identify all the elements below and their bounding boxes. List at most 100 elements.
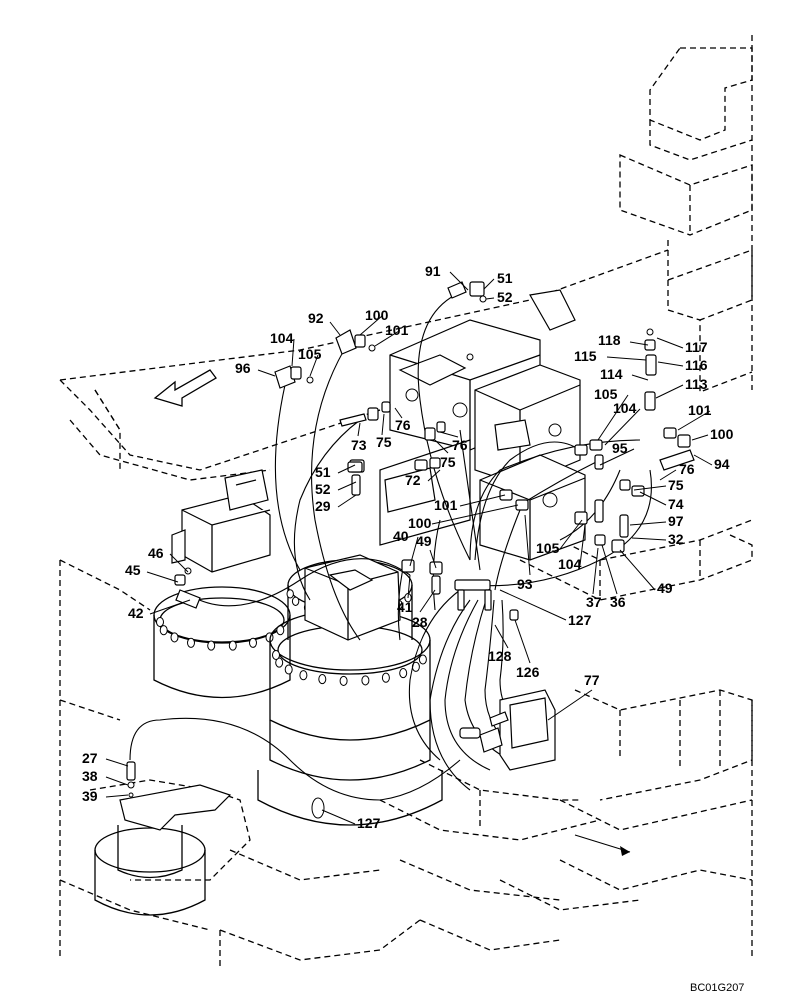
flange-bolt (159, 625, 168, 636)
callout-100: 100 (408, 515, 432, 531)
callout-76: 76 (395, 417, 411, 433)
callout-126: 126 (516, 664, 540, 680)
leader-line (381, 413, 385, 436)
leader-line (374, 330, 400, 347)
leader-line (514, 619, 531, 664)
control-valve-block (379, 289, 586, 561)
leader-line (524, 514, 531, 576)
flange-bolt (228, 640, 237, 651)
leader-line (547, 689, 593, 721)
callout-29: 29 (315, 498, 331, 514)
leader-line (359, 315, 383, 336)
callout-51: 51 (497, 270, 513, 286)
swing-motor-center (257, 554, 443, 826)
flange-bolt (156, 616, 164, 628)
callout-76: 76 (679, 461, 695, 477)
leader-line (409, 536, 419, 567)
hose-fittings (126, 281, 695, 819)
callout-42: 42 (128, 605, 144, 621)
drawing-code: BC01G207 (690, 982, 744, 994)
callout-52: 52 (497, 289, 513, 305)
callout-labels: 91 51 52 92 100 101 104 105 96 118 117 1… (82, 263, 744, 994)
callout-114: 114 (600, 366, 623, 382)
leader-line (105, 794, 129, 798)
callout-127: 127 (357, 815, 381, 831)
leader-line (485, 297, 495, 300)
flange-bolt (249, 637, 257, 648)
hoses (129, 294, 652, 801)
lower-left-cylinder (94, 784, 232, 916)
junction-block (459, 689, 556, 771)
flange-bolt (299, 670, 308, 681)
front-direction-arrow-icon (153, 369, 217, 407)
leader-line (329, 321, 341, 336)
callout-28: 28 (412, 614, 428, 630)
callout-36: 36 (610, 594, 626, 610)
callout-92: 92 (308, 310, 324, 326)
callout-51: 51 (315, 464, 331, 480)
callout-49: 49 (416, 533, 432, 549)
leader-line (599, 448, 635, 466)
leader-line (619, 549, 656, 591)
callout-75: 75 (668, 477, 684, 493)
leader-line (494, 624, 509, 649)
callout-75: 75 (440, 454, 456, 470)
flange-bolt (339, 675, 348, 686)
leader-line (677, 410, 711, 431)
callout-40: 40 (393, 528, 409, 544)
leader-line (357, 422, 361, 437)
callout-39: 39 (82, 788, 98, 804)
leader-line (309, 354, 319, 377)
callout-116: 116 (685, 357, 708, 373)
callout-127: 127 (568, 612, 592, 628)
callout-105: 105 (298, 346, 322, 362)
callout-118: 118 (598, 332, 621, 348)
callout-94: 94 (714, 456, 730, 472)
leader-line (655, 384, 684, 399)
leader-line (146, 571, 179, 583)
leader-line (629, 521, 667, 526)
callout-91: 91 (425, 263, 441, 279)
flange-bolt (361, 675, 370, 686)
callout-49: 49 (657, 580, 673, 596)
flange-bolt (187, 637, 195, 648)
flange-bolt (275, 657, 284, 668)
callout-97: 97 (668, 513, 684, 529)
leader-line (483, 278, 495, 290)
callout-75: 75 (376, 434, 392, 450)
flow-arrow-icon (574, 834, 631, 856)
flange-bolt (399, 668, 408, 679)
flange-bolt (170, 632, 179, 643)
callout-117: 117 (685, 339, 708, 355)
callout-leader-lines (105, 271, 713, 825)
callout-101: 101 (385, 322, 409, 338)
leader-line (337, 494, 357, 508)
flange-bolt (272, 649, 280, 661)
leader-line (169, 553, 189, 573)
callout-52: 52 (315, 481, 331, 497)
callout-101: 101 (688, 402, 712, 418)
callout-76: 76 (452, 437, 468, 453)
leader-line (427, 469, 441, 482)
callout-37: 37 (586, 594, 602, 610)
leader-line (431, 504, 519, 525)
leader-line (439, 431, 459, 438)
leader-line (657, 361, 684, 367)
leader-line (693, 454, 713, 466)
callout-100: 100 (365, 307, 389, 323)
callout-128: 128 (488, 648, 512, 664)
callout-104: 104 (270, 330, 294, 346)
callout-104: 104 (613, 400, 637, 416)
leader-line (592, 547, 599, 595)
flange-bolt (286, 589, 294, 599)
leader-line (579, 524, 586, 566)
flange-bolt (318, 674, 327, 685)
callout-104: 104 (558, 556, 582, 572)
callout-95: 95 (612, 440, 628, 456)
leader-line (656, 337, 684, 349)
callout-73: 73 (351, 437, 367, 453)
leader-line (659, 469, 677, 481)
leader-line (149, 599, 191, 615)
callout-74: 74 (668, 496, 684, 512)
